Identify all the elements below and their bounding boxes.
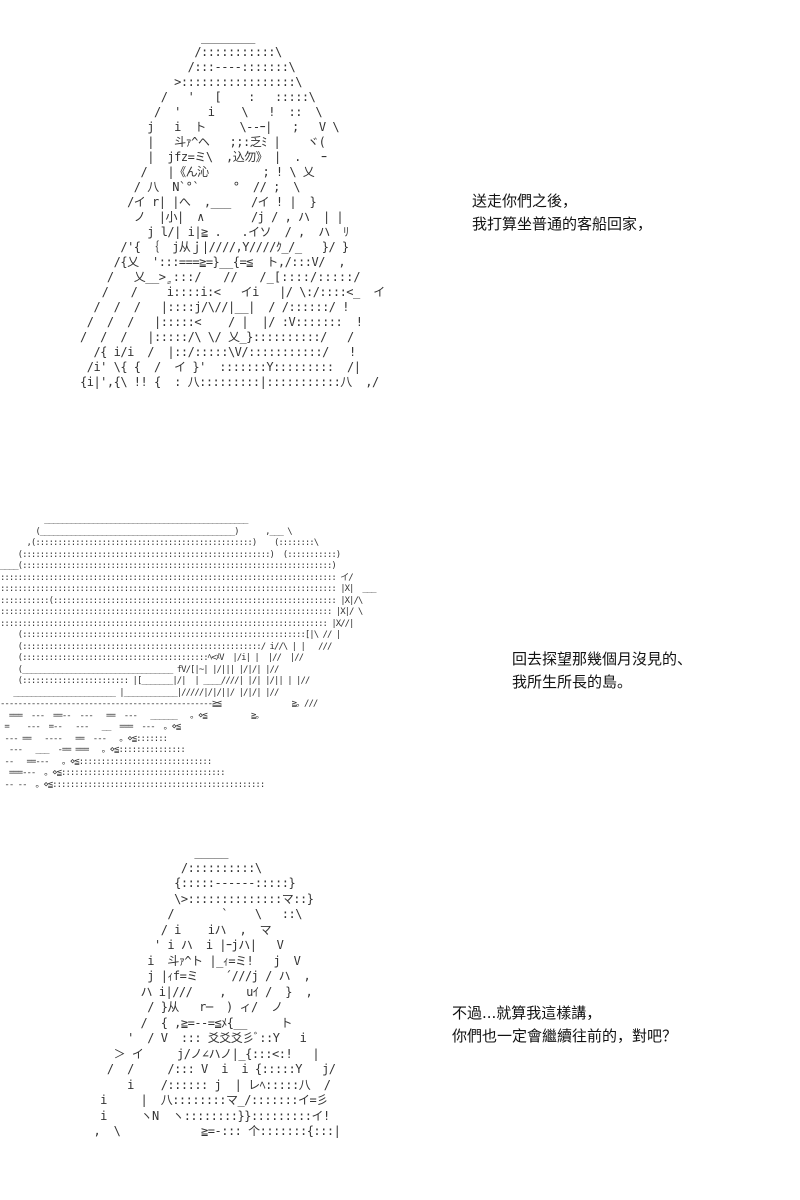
caption-line: 我所生所長的島。 <box>512 673 633 691</box>
caption-line: 送走你們之後， <box>472 192 578 210</box>
caption-2: 回去探望那幾個月沒見的、 我所生所長的島。 <box>512 648 692 694</box>
caption-line: 你們也一定會繼續往前的，對吧？ <box>452 1027 678 1045</box>
caption-3: 不過...就算我這樣講， 你們也一定會繼續往前的，對吧？ <box>452 1002 677 1048</box>
caption-line: 不過...就算我這樣講， <box>452 1004 602 1022</box>
ascii-art-girl-portrait: ________ /:::::::::::\ /:::----:::::::\ … <box>80 30 385 389</box>
caption-line: 我打算坐普通的客船回家， <box>472 215 653 233</box>
panel-girl-question: _____ /::::::::::\ {:::::------:::::} \>… <box>0 840 800 1200</box>
panel-island-landscape: ________________________________________… <box>0 500 800 840</box>
caption-line: 回去探望那幾個月沒見的、 <box>512 650 693 668</box>
ascii-art-girl-figure: _____ /::::::::::\ {:::::------:::::} \>… <box>93 845 341 1138</box>
caption-1: 送走你們之後， 我打算坐普通的客船回家， <box>472 190 652 236</box>
panel-girl-farewell: ________ /:::::::::::\ /:::----:::::::\ … <box>0 0 800 470</box>
ascii-art-island-landscape: ________________________________________… <box>0 515 377 790</box>
